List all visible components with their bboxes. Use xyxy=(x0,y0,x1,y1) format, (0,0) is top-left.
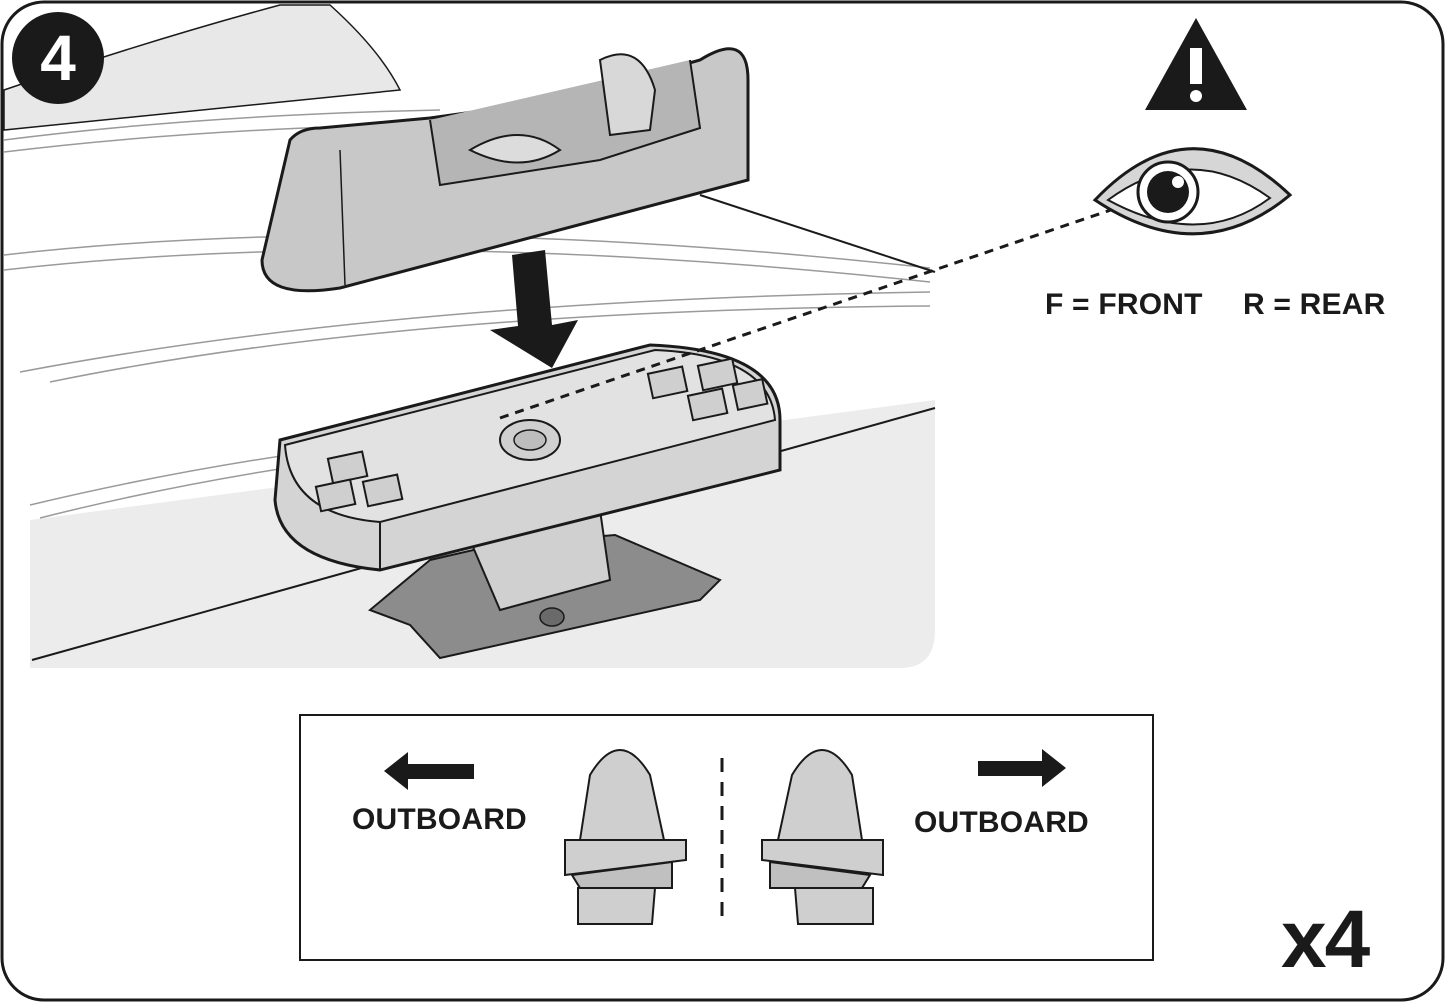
right-cover-outline xyxy=(761,749,884,925)
orientation-figure xyxy=(384,749,1066,925)
legend-front-label: F = FRONT xyxy=(1045,288,1203,321)
arrow-left-icon xyxy=(384,752,474,790)
outboard-left-label: OUTBOARD xyxy=(352,803,527,836)
orientation-box xyxy=(299,714,1154,961)
left-cover-outline xyxy=(564,749,687,925)
warning-triangle-icon xyxy=(1145,18,1247,110)
end-cover-part xyxy=(260,47,750,293)
outboard-right-label: OUTBOARD xyxy=(914,806,1089,839)
sight-line xyxy=(499,198,1141,420)
arrow-right-icon xyxy=(978,749,1066,787)
step-number-badge: 4 xyxy=(12,12,104,104)
foot-base-part xyxy=(273,343,782,660)
quantity-label: x4 xyxy=(1281,894,1370,985)
arrow-down-icon xyxy=(490,250,578,368)
legend-rear-label: R = REAR xyxy=(1243,288,1386,321)
eye-icon xyxy=(1092,147,1293,236)
